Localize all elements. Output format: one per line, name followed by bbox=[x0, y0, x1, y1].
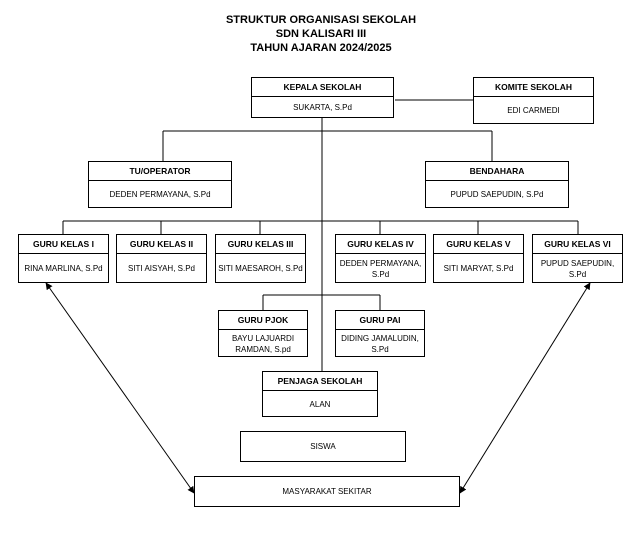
node-tu-operator: TU/OPERATOR DEDEN PERMAYANA, S.Pd bbox=[88, 161, 232, 208]
node-person: SITI MAESAROH, S.Pd bbox=[218, 264, 303, 273]
node-role: GURU KELAS V bbox=[434, 235, 523, 254]
node-person: SITI MARYAT, S.Pd bbox=[443, 264, 514, 273]
node-guru-kelas-6: GURU KELAS VI PUPUD SAEPUDIN, S.Pd bbox=[532, 234, 623, 283]
node-role: PENJAGA SEKOLAH bbox=[263, 372, 377, 391]
chart-title-line-1: STRUKTUR ORGANISASI SEKOLAH bbox=[225, 14, 417, 26]
node-role: GURU KELAS III bbox=[216, 235, 305, 254]
node-person: PUPUD SAEPUDIN, S.Pd bbox=[540, 258, 615, 279]
chart-title-line-2: SDN KALISARI III bbox=[275, 28, 367, 40]
node-guru-pai: GURU PAI DIDING JAMALUDIN, S.Pd bbox=[335, 310, 425, 357]
node-person: RINA MARLINA, S.Pd bbox=[24, 264, 103, 273]
node-role: GURU KELAS IV bbox=[336, 235, 425, 254]
node-person: DIDING JAMALUDIN, S.Pd bbox=[341, 333, 419, 354]
arrow-kelas6-masyarakat bbox=[459, 282, 591, 494]
node-person: SUKARTA, S.Pd bbox=[293, 103, 352, 112]
node-role: GURU PJOK bbox=[219, 311, 307, 330]
node-person: SITI AISYAH, S.Pd bbox=[128, 264, 195, 273]
node-role: GURU KELAS I bbox=[19, 235, 108, 254]
node-bendahara: BENDAHARA PUPUD SAEPUDIN, S.Pd bbox=[425, 161, 569, 208]
node-masyarakat-sekitar: MASYARAKAT SEKITAR bbox=[194, 476, 460, 507]
node-role: KOMITE SEKOLAH bbox=[474, 78, 593, 97]
node-guru-pjok: GURU PJOK BAYU LAJUARDI RAMDAN, S.pd bbox=[218, 310, 308, 357]
node-person: PUPUD SAEPUDIN, S.Pd bbox=[450, 190, 544, 199]
node-siswa: SISWA bbox=[240, 431, 406, 462]
arrow-kelas1-masyarakat bbox=[45, 282, 195, 494]
node-role: GURU KELAS II bbox=[117, 235, 206, 254]
node-guru-kelas-2: GURU KELAS II SITI AISYAH, S.Pd bbox=[116, 234, 207, 283]
node-role: TU/OPERATOR bbox=[89, 162, 231, 181]
node-person: BAYU LAJUARDI RAMDAN, S.pd bbox=[231, 333, 295, 354]
node-guru-kelas-1: GURU KELAS I RINA MARLINA, S.Pd bbox=[18, 234, 109, 283]
node-role: KEPALA SEKOLAH bbox=[252, 78, 393, 97]
node-guru-kelas-4: GURU KELAS IV DEDEN PERMAYANA, S.Pd bbox=[335, 234, 426, 283]
node-penjaga-sekolah: PENJAGA SEKOLAH ALAN bbox=[262, 371, 378, 417]
node-guru-kelas-3: GURU KELAS III SITI MAESAROH, S.Pd bbox=[215, 234, 306, 283]
node-guru-kelas-5: GURU KELAS V SITI MARYAT, S.Pd bbox=[433, 234, 524, 283]
node-person: DEDEN PERMAYANA, S.Pd bbox=[339, 258, 422, 279]
node-person: EDI CARMEDI bbox=[507, 106, 560, 115]
node-role: GURU KELAS VI bbox=[533, 235, 622, 254]
node-person: DEDEN PERMAYANA, S.Pd bbox=[109, 190, 211, 199]
node-role: GURU PAI bbox=[336, 311, 424, 330]
node-komite-sekolah: KOMITE SEKOLAH EDI CARMEDI bbox=[473, 77, 594, 124]
node-person: ALAN bbox=[309, 399, 331, 409]
node-kepala-sekolah: KEPALA SEKOLAH SUKARTA, S.Pd bbox=[251, 77, 394, 118]
chart-title-line-3: TAHUN AJARAN 2024/2025 bbox=[250, 42, 392, 54]
node-role: BENDAHARA bbox=[426, 162, 568, 181]
